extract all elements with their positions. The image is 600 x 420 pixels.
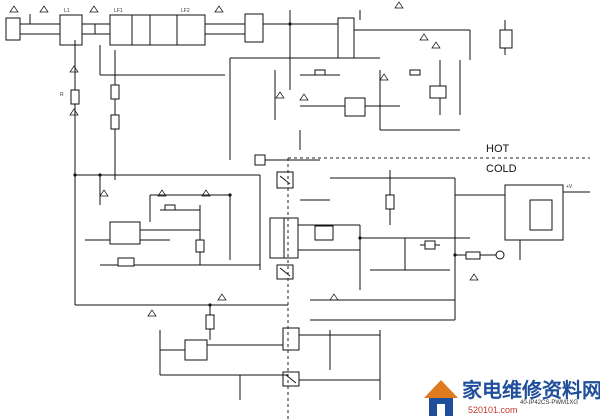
standby-section: [75, 293, 381, 400]
watermark-url: 520101.com: [468, 405, 518, 415]
svg-text:LF1: LF1: [114, 8, 123, 14]
resistor: [465, 251, 481, 260]
capacitor: [424, 240, 436, 250]
diode: [254, 154, 266, 166]
pfc-controller-ic: [344, 97, 366, 117]
main-transformer: [269, 199, 470, 290]
bulk-capacitor: [499, 29, 513, 49]
house-logo-icon: [424, 380, 458, 416]
isolation-boundary: [287, 157, 590, 420]
resistor: [195, 239, 205, 253]
startup-resistor: [70, 89, 80, 105]
pfc-mosfet: [429, 85, 447, 99]
standby-controller-ic: [184, 339, 208, 361]
pfc-controller-area: [229, 57, 461, 160]
junctions: [73, 22, 457, 307]
bridge-rectifier: [244, 13, 264, 43]
pfc-section: [289, 1, 513, 90]
resistor: [110, 114, 120, 130]
resistor: [164, 204, 176, 211]
svg-text:+V: +V: [566, 184, 573, 190]
cold-label: COLD: [486, 163, 517, 175]
ac-connector: [5, 17, 21, 41]
common-mode-choke-1: [109, 14, 133, 46]
emi-filter-block: [131, 14, 178, 46]
watermark-title: 家电维修资料网: [462, 378, 600, 402]
resistor: [409, 69, 421, 76]
resistor: [205, 314, 215, 330]
pwm-controller-ic: [109, 221, 141, 245]
output-rectifier: [314, 225, 334, 241]
startup-column: R: [60, 40, 120, 305]
pwm-section: [75, 174, 261, 270]
capacitor: [117, 257, 135, 267]
line-filter-choke: [59, 14, 83, 46]
hot-label: HOT: [486, 143, 510, 155]
svg-text:L1: L1: [64, 8, 70, 14]
output-connector-area: +V: [455, 184, 590, 260]
common-mode-choke-2: [176, 14, 206, 46]
optocoupler-3: [282, 327, 300, 351]
resistor: [314, 69, 326, 76]
site-watermark: 家电维修资料网 520101.com: [424, 378, 600, 416]
ac-input-section: L1 LF1 LF2: [5, 5, 290, 76]
optocouplers: [254, 154, 320, 387]
test-point: [495, 250, 505, 260]
resistor: [385, 194, 395, 210]
svg-text:R: R: [60, 92, 64, 98]
resistor: [110, 84, 120, 100]
svg-text:LF2: LF2: [181, 8, 190, 14]
output-regulator-ic: [529, 199, 553, 231]
secondary-section: [310, 170, 505, 321]
pfc-inductor: [337, 17, 355, 59]
board-code: 40-IP42CS-PWM1XG: [520, 400, 578, 406]
